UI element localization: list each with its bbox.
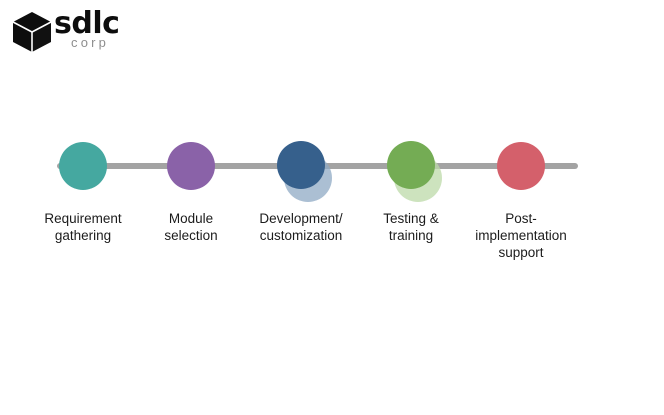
brand-wordmark: sdlc corp bbox=[54, 9, 138, 55]
step-4-label: Testing & training bbox=[383, 211, 439, 243]
cube-icon bbox=[10, 10, 54, 54]
step-2-node[interactable] bbox=[167, 142, 215, 190]
step-1-label: Requirement gathering bbox=[44, 211, 122, 243]
brand-suffix: corp bbox=[71, 35, 110, 50]
step-1-node[interactable] bbox=[59, 142, 107, 190]
step-4-node[interactable] bbox=[387, 141, 435, 189]
step-2-label: Module selection bbox=[164, 211, 218, 243]
step-5-label: Post- implementation support bbox=[475, 211, 567, 260]
brand-name: sdlc bbox=[54, 6, 120, 41]
brand-logo: sdlc corp bbox=[8, 8, 138, 56]
step-5-node[interactable] bbox=[497, 142, 545, 190]
step-3-label: Development/ customization bbox=[259, 211, 343, 243]
step-3-node[interactable] bbox=[277, 141, 325, 189]
